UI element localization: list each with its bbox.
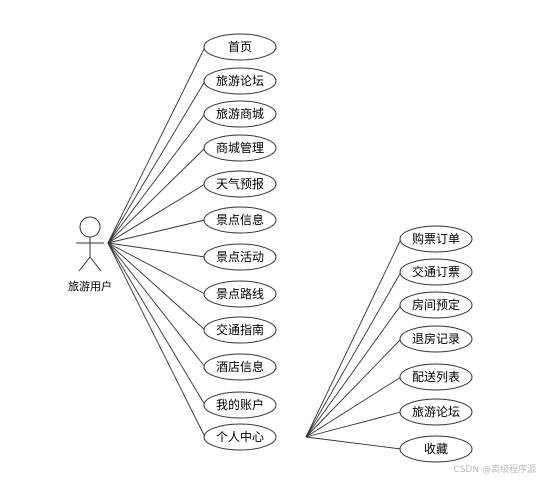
sub-case-ellipse (399, 258, 473, 286)
connector-ticket-order (305, 238, 402, 438)
connector-traffic-guide (107, 242, 206, 331)
use-case-label: 天气预报 (216, 176, 264, 191)
use-case-traffic-guide[interactable]: 交通指南 (203, 316, 277, 344)
use-case-ellipse (203, 423, 277, 451)
use-case-personal-center[interactable]: 个人中心 (203, 423, 277, 451)
use-case-ellipse (203, 134, 277, 162)
sub-case-label: 购票订单 (412, 231, 460, 246)
use-case-spot-info[interactable]: 景点信息 (203, 206, 277, 234)
use-case-label: 旅游论坛 (216, 74, 264, 88)
use-case-label: 景点活动 (216, 250, 264, 264)
use-case-ellipse (203, 206, 277, 234)
use-case-hotel-info[interactable]: 酒店信息 (203, 353, 277, 381)
sub-case-traffic-ticket[interactable]: 交通订票 (399, 258, 473, 286)
use-case-label: 首页 (228, 40, 252, 54)
use-case-label: 个人中心 (216, 429, 264, 444)
use-case-label: 景点路线 (216, 286, 264, 301)
sub-case-ellipse (399, 291, 473, 319)
actor-head (79, 216, 101, 238)
connector-checkout-record (305, 338, 402, 438)
connector-personal-center (107, 242, 206, 438)
connector-my-account (107, 242, 206, 406)
actor-left-leg (78, 256, 91, 272)
sub-case-room-booking[interactable]: 房间预定 (399, 291, 473, 319)
use-case-label: 商城管理 (216, 140, 264, 155)
use-case-ellipse (203, 170, 277, 198)
use-case-spot-activity[interactable]: 景点活动 (203, 243, 277, 271)
connector-mall-manage (107, 147, 206, 244)
sub-case-label: 房间预定 (412, 297, 460, 312)
use-case-label: 交通指南 (216, 322, 264, 337)
connector-favorites (305, 436, 402, 450)
sub-case-ellipse (399, 363, 473, 391)
connector-mall (107, 113, 206, 244)
use-case-mall-manage[interactable]: 商城管理 (203, 134, 277, 162)
sub-case-label: 退房记录 (412, 331, 460, 346)
use-case-mall[interactable]: 旅游商城 (203, 100, 277, 128)
connector-spot-info (107, 219, 206, 244)
use-case-forum[interactable]: 旅游论坛 (203, 67, 277, 95)
connector-weather (107, 183, 206, 244)
connector-spot-activity (107, 242, 206, 258)
use-case-my-account[interactable]: 我的账户 (203, 391, 277, 419)
connector-room-booking (305, 304, 402, 438)
use-case-ellipse (203, 353, 277, 381)
sub-case-label: 交通订票 (412, 264, 460, 279)
sub-case-delivery-list[interactable]: 配送列表 (399, 363, 473, 391)
sub-case-favorites[interactable]: 收藏 (399, 435, 473, 463)
watermark: CSDN @高级程序源 (453, 463, 536, 475)
use-case-home[interactable]: 首页 (203, 33, 277, 61)
actor-connector-lines (107, 46, 206, 438)
use-case-ellipse (203, 33, 277, 61)
connector-home (107, 46, 206, 244)
use-case-label: 我的账户 (216, 397, 264, 412)
sub-case-checkout-record[interactable]: 退房记录 (399, 325, 473, 353)
personal-center-connector-lines (305, 238, 402, 450)
use-case-ellipse (203, 67, 277, 95)
use-case-list: 首页旅游论坛旅游商城商城管理天气预报景点信息景点活动景点路线交通指南酒店信息我的… (203, 33, 277, 451)
sub-case-label: 收藏 (424, 442, 448, 456)
sub-case-ellipse (399, 398, 473, 426)
sub-case-ellipse (399, 435, 473, 463)
sub-case-ellipse (399, 225, 473, 253)
use-case-weather[interactable]: 天气预报 (203, 170, 277, 198)
sub-case-ticket-order[interactable]: 购票订单 (399, 225, 473, 253)
actor-label: 旅游用户 (68, 279, 112, 293)
use-case-ellipse (203, 316, 277, 344)
sub-case-label: 旅游论坛 (412, 405, 460, 419)
connector-traffic-ticket (305, 271, 402, 438)
use-case-ellipse (203, 391, 277, 419)
use-case-label: 旅游商城 (216, 106, 264, 121)
connector-hotel-info (107, 242, 206, 368)
use-case-label: 景点信息 (216, 212, 264, 227)
actor-right-leg (89, 256, 102, 272)
use-case-ellipse (203, 243, 277, 271)
actor-figure: 旅游用户 (68, 216, 112, 293)
use-case-ellipse (203, 280, 277, 308)
use-case-spot-route[interactable]: 景点路线 (203, 280, 277, 308)
connector-spot-route (107, 242, 206, 295)
sub-case-pc-forum[interactable]: 旅游论坛 (399, 398, 473, 426)
connector-forum (107, 80, 206, 244)
use-case-ellipse (203, 100, 277, 128)
sub-case-ellipse (399, 325, 473, 353)
connector-pc-forum (305, 411, 402, 438)
connector-delivery-list (305, 376, 402, 438)
use-case-label: 酒店信息 (216, 359, 264, 374)
sub-case-label: 配送列表 (412, 369, 460, 384)
